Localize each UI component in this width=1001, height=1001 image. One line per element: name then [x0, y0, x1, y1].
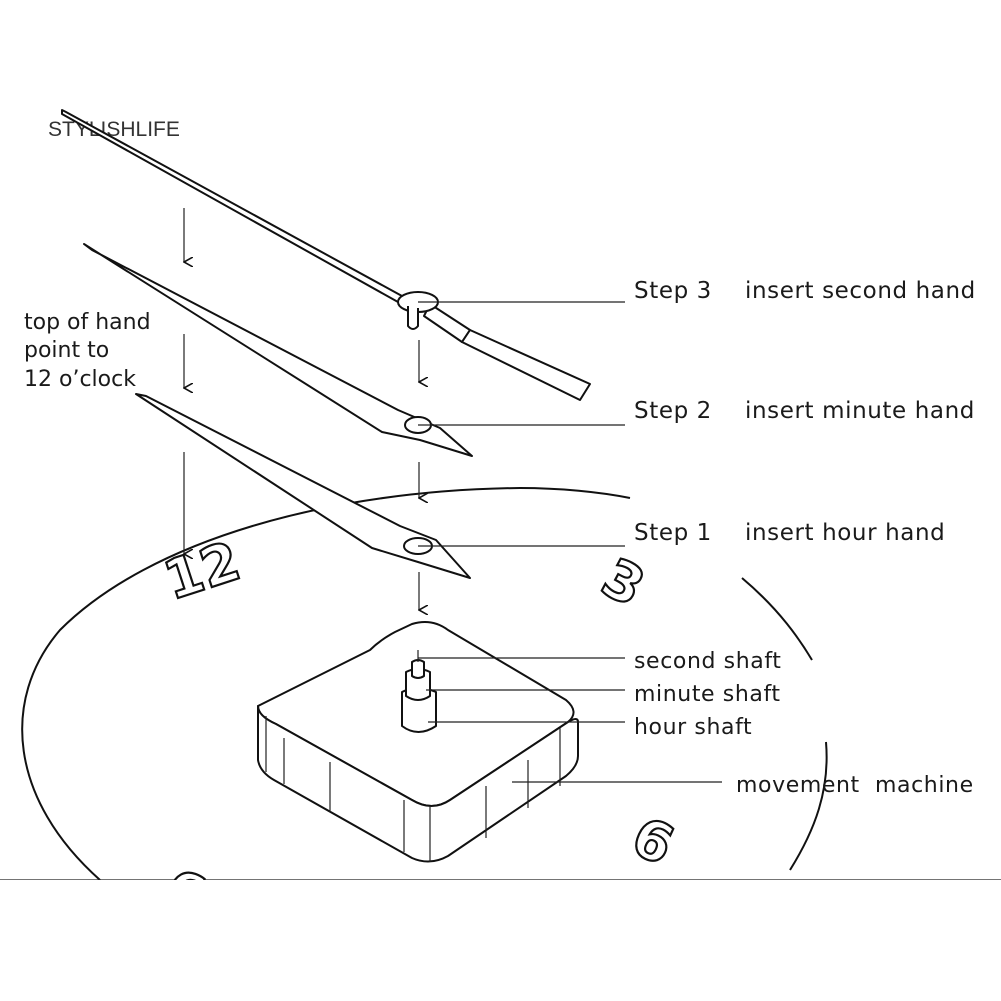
movement-machine-label: movement machine	[736, 773, 974, 798]
dial-number-12: 12	[157, 529, 248, 612]
second-hand	[61, 109, 591, 401]
step-2-label: Step 2	[634, 398, 712, 424]
dial-number-3: 3	[592, 546, 655, 619]
step-1-label: Step 1	[634, 520, 712, 546]
step-1-action: insert hour hand	[745, 520, 945, 546]
note-line-1: top of hand	[24, 310, 151, 335]
step-3-action: insert second hand	[745, 278, 976, 304]
dial-number-6: 6	[623, 805, 684, 878]
hour-hand	[135, 393, 471, 579]
clock-dial-outline-right-lower	[789, 741, 828, 871]
note-line-2: point to	[24, 338, 109, 363]
bottom-blank	[0, 880, 1001, 1001]
step-2-action: insert minute hand	[745, 398, 975, 424]
clock-dial-outline-right	[741, 577, 813, 661]
hour-shaft-label: hour shaft	[634, 715, 752, 740]
note-line-3: 12 o’clock	[24, 367, 136, 392]
minute-shaft-label: minute shaft	[634, 682, 781, 707]
step-3-label: Step 3	[634, 278, 712, 304]
second-shaft-label: second shaft	[634, 649, 782, 674]
minute-hand	[83, 243, 473, 457]
movement-machine	[257, 621, 579, 863]
